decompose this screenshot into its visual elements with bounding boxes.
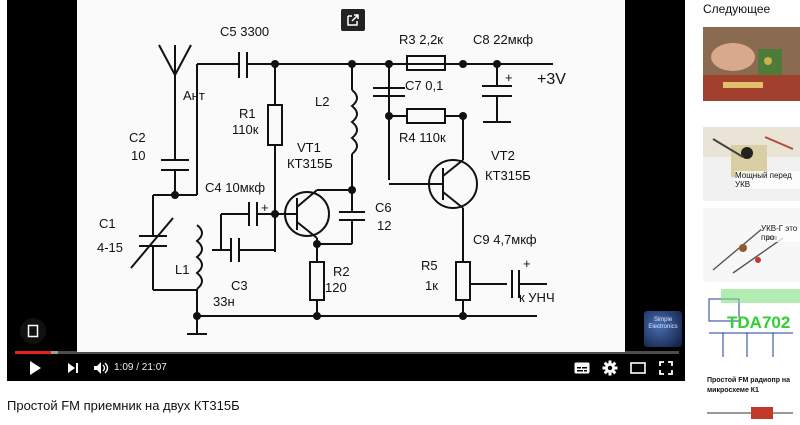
label-r3: R3 2,2к	[399, 32, 443, 47]
label-r4: R4 110к	[399, 130, 446, 145]
label-r1-value: 110к	[232, 122, 259, 137]
label-c6-name: C6	[375, 200, 392, 215]
volume-button[interactable]	[91, 358, 113, 378]
label-vt2-name: VT2	[491, 148, 515, 163]
label-supply: +3V	[537, 71, 566, 88]
fullscreen-button[interactable]	[656, 358, 676, 378]
volume-icon	[94, 362, 109, 374]
video-frame[interactable]: Ант C5 3300 R3 2,2к C8 22мкф +3V C7 0,1 …	[77, 0, 625, 352]
up-next-heading: Следующее	[703, 2, 771, 16]
miniplayer-button[interactable]	[628, 358, 648, 378]
label-c3-name: C3	[231, 278, 248, 293]
gear-icon	[602, 360, 618, 376]
player-controls: 1:09 / 21:07	[7, 354, 685, 381]
subtitles-icon	[574, 362, 590, 374]
progress-bar[interactable]	[15, 351, 679, 354]
thumbnail-image	[703, 208, 800, 282]
thumbnail-image	[703, 403, 800, 425]
label-c3-value: 33н	[213, 294, 235, 309]
label-vt1-name: VT1	[297, 140, 321, 155]
save-button[interactable]	[20, 318, 46, 344]
external-link-button[interactable]	[341, 9, 365, 31]
up-next-thumbnail-1[interactable]	[703, 27, 800, 101]
label-c7: C7 0,1	[405, 78, 443, 93]
time-display: 1:09 / 21:07	[114, 362, 167, 373]
label-r1-name: R1	[239, 106, 256, 121]
label-c8: C8 22мкф	[473, 32, 533, 47]
label-plus-c4: +	[261, 200, 269, 215]
thumbnail-overlay-text: Мощный перед УКВ	[735, 171, 800, 189]
label-vt2-type: КТ315Б	[485, 168, 531, 183]
video-title: Простой FM приемник на двух КТ315Б	[7, 398, 240, 413]
thumbnail-image	[703, 27, 800, 101]
settings-button[interactable]	[600, 358, 620, 378]
video-player[interactable]: Ант C5 3300 R3 2,2к C8 22мкф +3V C7 0,1 …	[7, 0, 685, 381]
label-c6-value: 12	[377, 218, 391, 233]
thumbnail-image	[703, 289, 800, 363]
label-r5-name: R5	[421, 258, 438, 273]
thumbnail-image	[703, 127, 800, 201]
thumbnail-overlay-text: TDA702	[727, 313, 791, 332]
channel-logo[interactable]: Simple Electronics	[644, 311, 682, 347]
label-c1-value: 4-15	[97, 240, 123, 255]
next-icon	[68, 363, 78, 373]
label-l1: L1	[175, 262, 189, 277]
label-c2-name: C2	[129, 130, 146, 145]
next-button[interactable]	[63, 358, 83, 378]
label-r2-name: R2	[333, 264, 350, 279]
label-antenna: Ант	[183, 88, 205, 103]
circuit-schematic: Ант C5 3300 R3 2,2к C8 22мкф +3V C7 0,1 …	[97, 24, 566, 335]
up-next-thumbnail-2[interactable]: Мощный перед УКВ	[703, 127, 800, 201]
label-plus-c8: +	[505, 70, 513, 85]
label-c2-value: 10	[131, 148, 145, 163]
up-next-thumbnail-3[interactable]: УКВ-Г это про	[703, 208, 800, 282]
thumbnail-overlay-text: УКВ-Г это про	[761, 224, 800, 242]
up-next-title-5[interactable]: Простой FM радиопр на микросхеме К1	[707, 377, 791, 394]
label-c1-name: C1	[99, 216, 116, 231]
miniplayer-icon	[630, 362, 646, 374]
channel-logo-text: Simple Electronics	[648, 317, 678, 330]
subtitles-button[interactable]	[572, 358, 592, 378]
label-plus-c9: +	[523, 256, 531, 271]
external-link-icon	[347, 14, 359, 26]
label-r2-value: 120	[325, 280, 347, 295]
play-button[interactable]	[25, 358, 45, 378]
label-r5-value: 1к	[425, 278, 438, 293]
label-c4: C4 10мкф	[205, 180, 265, 195]
bookmark-icon	[27, 324, 39, 338]
label-vt1-type: КТ315Б	[287, 156, 333, 171]
label-c9: C9 4,7мкф	[473, 232, 537, 247]
label-l2: L2	[315, 94, 329, 109]
fullscreen-icon	[659, 361, 673, 375]
progress-played	[15, 351, 52, 354]
progress-buffered	[51, 351, 59, 354]
up-next-thumbnail-5[interactable]	[703, 403, 800, 425]
label-c5: C5 3300	[220, 24, 269, 39]
up-next-thumbnail-4[interactable]: TDA702	[703, 289, 800, 363]
label-output: к УНЧ	[519, 290, 555, 305]
play-icon	[30, 361, 41, 375]
